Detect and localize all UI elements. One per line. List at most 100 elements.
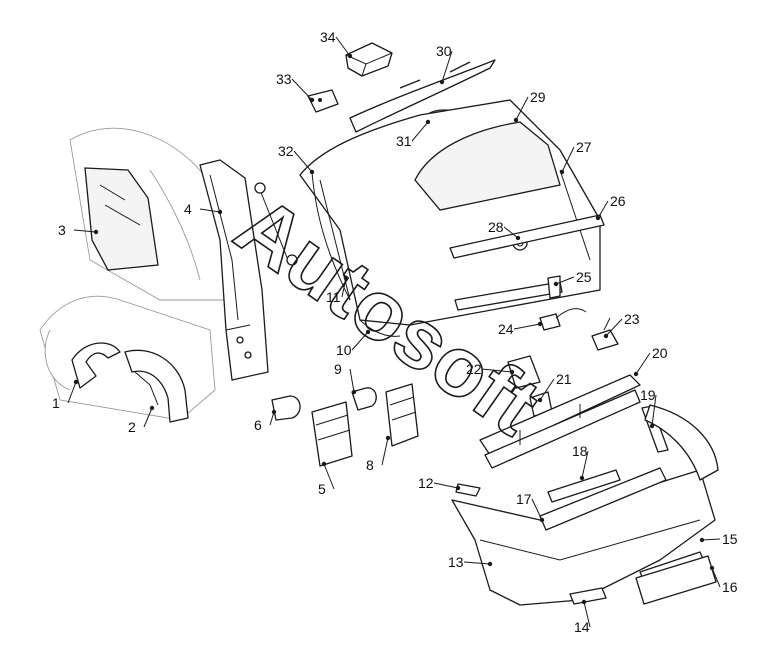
leader-dot bbox=[595, 215, 601, 221]
callout-label: 17 bbox=[516, 491, 532, 507]
leader-dot bbox=[537, 321, 543, 327]
callout-part-5: 5 bbox=[318, 461, 335, 497]
leader-dot bbox=[709, 565, 715, 571]
leader-line bbox=[335, 36, 351, 57]
part-3-quarter-glass bbox=[84, 167, 159, 271]
leader-line bbox=[581, 450, 589, 479]
leader-line bbox=[701, 538, 721, 541]
callout-label: 4 bbox=[184, 201, 192, 217]
leader-dot bbox=[217, 209, 223, 215]
leader-dot bbox=[439, 79, 445, 85]
leader-dot bbox=[425, 119, 431, 125]
callout-part-12: 12 bbox=[418, 475, 461, 491]
callout-part-15: 15 bbox=[699, 531, 738, 547]
callout-part-24: 24 bbox=[498, 321, 543, 337]
part-34-module bbox=[345, 42, 393, 77]
leader-line bbox=[73, 229, 97, 233]
leader-line bbox=[269, 411, 275, 426]
leader-dot bbox=[581, 599, 587, 605]
leader-line bbox=[635, 352, 651, 375]
leader-dot bbox=[73, 379, 79, 385]
leader-line bbox=[515, 96, 529, 121]
callout-label: 11 bbox=[326, 289, 341, 305]
leader-line bbox=[503, 226, 519, 239]
callout-part-17: 17 bbox=[516, 491, 545, 523]
callout-label: 10 bbox=[336, 342, 352, 358]
callout-label: 33 bbox=[276, 71, 292, 87]
callout-part-34: 34 bbox=[320, 29, 353, 59]
callout-part-2: 2 bbox=[128, 405, 155, 435]
leader-line bbox=[555, 276, 575, 285]
callout-part-27: 27 bbox=[559, 139, 592, 175]
leader-line bbox=[513, 323, 541, 330]
part-5-lamp bbox=[311, 401, 353, 467]
part-8-lamp bbox=[385, 383, 419, 447]
leader-dot bbox=[539, 517, 545, 523]
leader-line bbox=[411, 121, 429, 142]
part-17-absorber bbox=[539, 467, 667, 531]
callout-label: 3 bbox=[58, 222, 66, 238]
leader-line bbox=[531, 498, 543, 521]
callout-part-32: 32 bbox=[278, 143, 315, 175]
callout-part-4: 4 bbox=[184, 201, 223, 217]
callout-part-30: 30 bbox=[436, 43, 453, 85]
part-2-arch-liner bbox=[124, 349, 189, 423]
part-20-reinforcement bbox=[479, 374, 641, 469]
callout-label: 24 bbox=[498, 321, 514, 337]
part-18-strip bbox=[547, 469, 621, 503]
callout-label: 8 bbox=[366, 457, 374, 473]
leader-dot bbox=[509, 369, 515, 375]
callout-label: 30 bbox=[436, 43, 452, 59]
part-32-weatherstrip bbox=[311, 171, 351, 301]
callout-label: 22 bbox=[466, 361, 482, 377]
callout-part-33: 33 bbox=[276, 71, 315, 103]
callouts: 1234568910111213141516171819202122232425… bbox=[52, 29, 738, 635]
leader-dot bbox=[347, 53, 353, 59]
callout-label: 27 bbox=[576, 139, 592, 155]
callout-label: 28 bbox=[488, 219, 504, 235]
leader-line bbox=[67, 381, 77, 404]
callout-part-3: 3 bbox=[58, 222, 99, 238]
leader-line bbox=[143, 407, 153, 428]
part-22-latch bbox=[507, 355, 541, 389]
part-14-reflector bbox=[569, 587, 607, 605]
leader-line bbox=[583, 601, 591, 628]
part-10-cable bbox=[359, 319, 401, 337]
callout-part-31: 31 bbox=[396, 119, 431, 149]
callout-label: 19 bbox=[640, 387, 656, 403]
callout-part-19: 19 bbox=[640, 387, 657, 429]
callout-label: 14 bbox=[574, 619, 590, 635]
part-6-bulb-holder bbox=[271, 395, 301, 421]
leader-line bbox=[351, 331, 369, 351]
callout-part-22: 22 bbox=[466, 361, 515, 377]
leader-dot bbox=[513, 117, 519, 123]
part-4-c-pillar bbox=[199, 159, 269, 381]
callout-part-16: 16 bbox=[709, 565, 738, 595]
leader-dot bbox=[699, 537, 705, 543]
part-24-harness bbox=[539, 308, 587, 331]
callout-part-18: 18 bbox=[572, 443, 589, 481]
bumper-wing bbox=[644, 404, 719, 481]
leader-line bbox=[539, 378, 555, 401]
leader-line bbox=[711, 567, 721, 588]
callout-part-23: 23 bbox=[603, 311, 640, 339]
leader-line bbox=[651, 394, 657, 427]
callout-label: 32 bbox=[278, 143, 294, 159]
part-33-bracket bbox=[307, 89, 339, 113]
leader-dot bbox=[271, 409, 277, 415]
callout-label: 12 bbox=[418, 475, 434, 491]
callout-part-21: 21 bbox=[537, 371, 572, 403]
part-25-bulb bbox=[547, 275, 561, 299]
callout-part-13: 13 bbox=[448, 554, 493, 570]
leader-dot bbox=[351, 389, 357, 395]
callout-part-11: 11 bbox=[326, 275, 349, 305]
leader-line bbox=[293, 150, 313, 173]
part-30-spoiler bbox=[349, 59, 496, 133]
callout-label: 9 bbox=[334, 361, 342, 377]
callout-label: 2 bbox=[128, 419, 136, 435]
leader-line bbox=[481, 368, 513, 373]
callout-label: 25 bbox=[576, 269, 592, 285]
leader-dot bbox=[343, 275, 349, 281]
